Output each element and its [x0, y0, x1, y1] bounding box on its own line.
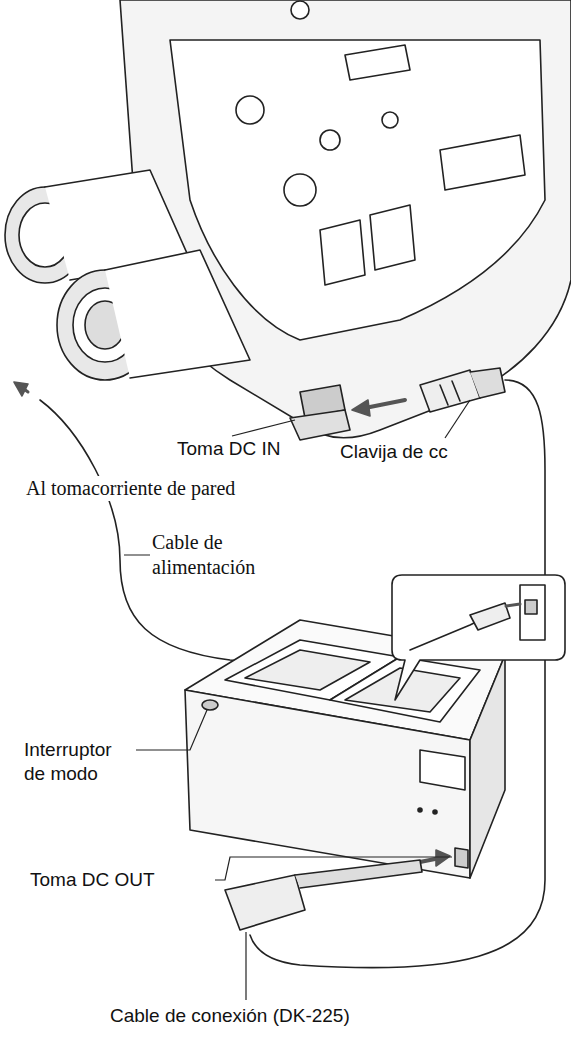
cable-label: Cable de conexión (DK-225)	[108, 1004, 352, 1028]
wall-outlet-label: Al tomacorriente de pared	[24, 476, 268, 501]
jack-label: Toma DC IN	[175, 437, 282, 461]
plug-label: Clavija de cc	[338, 440, 450, 464]
switch-label: Interruptor de modo	[22, 738, 136, 786]
cable-label: Cable de alimentación	[150, 530, 284, 580]
port-label: Toma DC OUT	[28, 868, 157, 892]
